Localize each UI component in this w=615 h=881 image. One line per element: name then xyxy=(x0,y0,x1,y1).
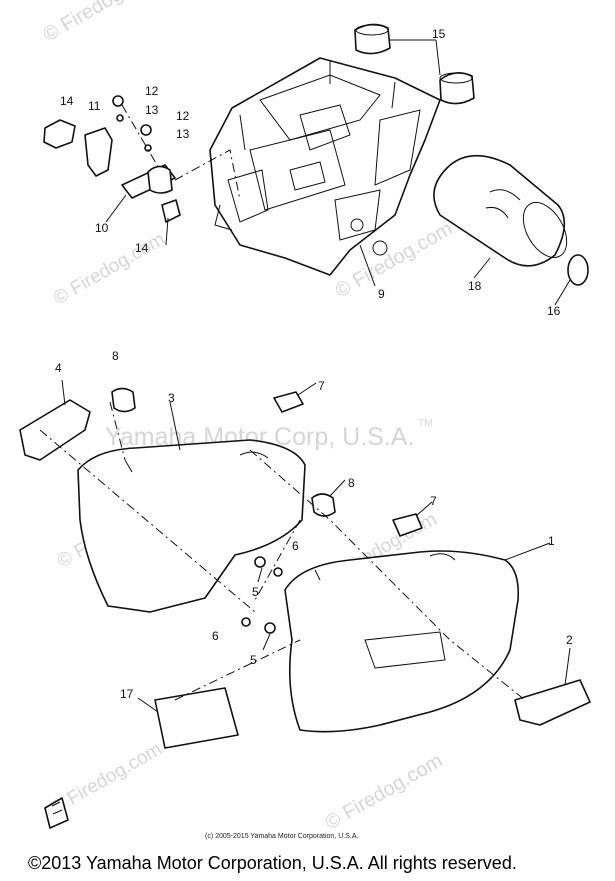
bolt-part-12 xyxy=(112,95,124,107)
tool-bag-part-18 xyxy=(433,154,568,267)
callout-10: 10 xyxy=(95,221,109,235)
callout-18: 18 xyxy=(468,279,482,293)
callout-9: 9 xyxy=(378,287,385,301)
callout-8-left: 8 xyxy=(112,349,119,363)
grommet-part-8-left xyxy=(111,387,136,413)
grommet-part-14 xyxy=(43,119,76,149)
bolt-part-12-lower xyxy=(140,124,152,136)
fasteners-group xyxy=(111,387,423,634)
callout-7-upper: 7 xyxy=(318,379,325,393)
grommet-part-7-lower xyxy=(392,513,423,537)
callout-11: 11 xyxy=(88,99,101,113)
frame-assembly-part-9 xyxy=(209,57,441,276)
washer-part-13-lower xyxy=(144,144,152,152)
holder-part-11 xyxy=(84,127,113,177)
callout-15: 15 xyxy=(432,27,446,41)
washer-part-6-lower xyxy=(241,617,251,627)
footer-copyright: ©2013 Yamaha Motor Corporation, U.S.A. A… xyxy=(28,853,517,873)
damper-part xyxy=(147,165,173,194)
emblem-part-2 xyxy=(514,679,591,726)
watermark-firedog: © Firedog.com xyxy=(40,0,165,46)
nut-part-5-lower xyxy=(264,622,276,634)
rubber-mount-part-15 xyxy=(354,23,475,105)
callout-2: 2 xyxy=(566,633,573,647)
callout-5-lower: 5 xyxy=(250,653,257,667)
alignment-lines xyxy=(39,401,526,701)
grommet-part-14-lower xyxy=(161,199,181,223)
side-cover-left-part-3 xyxy=(77,439,306,613)
callout-6-lower: 6 xyxy=(212,629,219,643)
callout-4: 4 xyxy=(55,361,62,375)
callout-16: 16 xyxy=(547,304,561,318)
callout-12-top: 12 xyxy=(145,84,159,98)
label-part-17 xyxy=(154,687,239,749)
page-marker-icon xyxy=(44,797,69,829)
washer-part-6-upper xyxy=(273,567,283,577)
callout-1: 1 xyxy=(548,534,555,548)
side-cover-right-part-1 xyxy=(284,550,520,733)
inner-copyright: (c) 2005-2015 Yamaha Motor Corporation, … xyxy=(205,833,358,840)
leader-lines xyxy=(61,39,571,713)
watermark-firedog: © Firedog.com xyxy=(322,750,447,835)
callout-13-bottom: 13 xyxy=(176,127,190,141)
callout-labels: 15 9 18 16 14 11 12 13 12 13 10 14 8 4 3… xyxy=(55,27,573,701)
callout-3: 3 xyxy=(168,391,175,405)
callout-8-right: 8 xyxy=(348,476,355,490)
callout-13-top: 13 xyxy=(145,103,159,117)
small-parts-group xyxy=(43,95,241,223)
nut-part-5-upper xyxy=(254,556,266,568)
callout-14-bottom: 14 xyxy=(135,241,149,255)
grommet-part-7-upper xyxy=(273,391,304,413)
watermark-firedog: © Firedog.com xyxy=(50,229,169,310)
bracket-part-4 xyxy=(19,399,91,461)
callout-6-upper: 6 xyxy=(292,539,299,553)
callout-14-top: 14 xyxy=(60,94,74,108)
callout-12-bottom: 12 xyxy=(176,109,190,123)
callout-7-lower: 7 xyxy=(430,494,437,508)
grommet-part-8-right xyxy=(311,493,336,517)
callout-17: 17 xyxy=(120,687,134,701)
washer-part-13 xyxy=(116,114,124,122)
band-part-16 xyxy=(567,254,589,286)
callout-5-upper: 5 xyxy=(252,585,259,599)
watermark-tm: TM xyxy=(418,418,432,429)
